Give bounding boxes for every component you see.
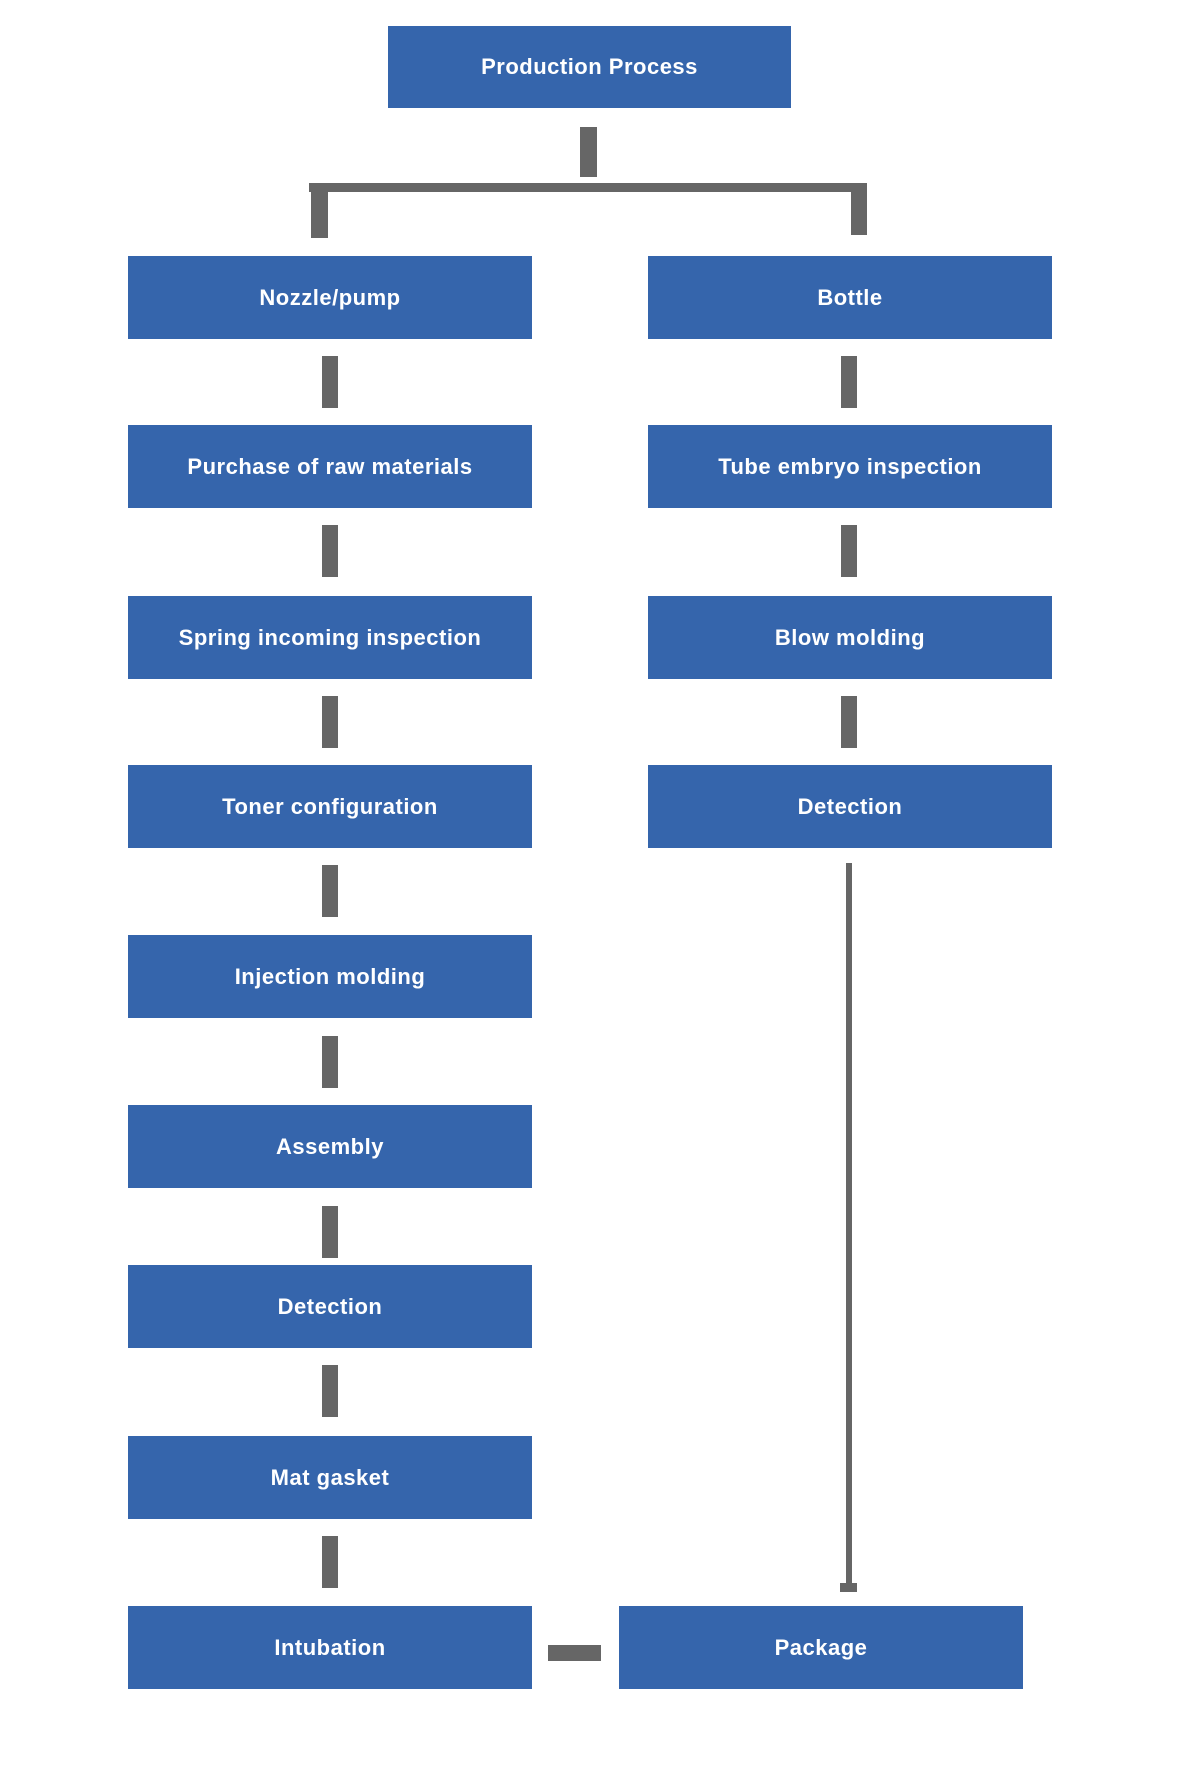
right-connector-2 — [841, 525, 857, 577]
node-bottle: Bottle — [648, 256, 1052, 339]
left-connector-2 — [322, 525, 338, 577]
branch-right-drop — [851, 183, 867, 235]
left-connector-8 — [322, 1536, 338, 1588]
intubation-to-package-dash — [548, 1645, 601, 1661]
node-purchase-raw-materials: Purchase of raw materials — [128, 425, 532, 508]
node-tube-embryo-inspection: Tube embryo inspection — [648, 425, 1052, 508]
node-detection-right: Detection — [648, 765, 1052, 848]
node-assembly: Assembly — [128, 1105, 532, 1188]
node-intubation: Intubation — [128, 1606, 532, 1689]
left-connector-7 — [322, 1365, 338, 1417]
line-end-cap — [840, 1583, 857, 1592]
node-detection-left: Detection — [128, 1265, 532, 1348]
node-mat-gasket: Mat gasket — [128, 1436, 532, 1519]
node-nozzle-pump: Nozzle/pump — [128, 256, 532, 339]
root-stem-connector — [580, 127, 597, 177]
left-connector-3 — [322, 696, 338, 748]
right-connector-1 — [841, 356, 857, 408]
node-production-process: Production Process — [388, 26, 791, 108]
branch-horizontal-bar — [309, 183, 866, 192]
left-connector-5 — [322, 1036, 338, 1088]
branch-left-drop — [311, 183, 328, 238]
detection-to-package-line — [846, 863, 852, 1583]
left-connector-1 — [322, 356, 338, 408]
node-injection-molding: Injection molding — [128, 935, 532, 1018]
node-spring-incoming-inspection: Spring incoming inspection — [128, 596, 532, 679]
node-toner-configuration: Toner configuration — [128, 765, 532, 848]
node-package: Package — [619, 1606, 1023, 1689]
node-blow-molding: Blow molding — [648, 596, 1052, 679]
left-connector-6 — [322, 1206, 338, 1258]
left-connector-4 — [322, 865, 338, 917]
right-connector-3 — [841, 696, 857, 748]
